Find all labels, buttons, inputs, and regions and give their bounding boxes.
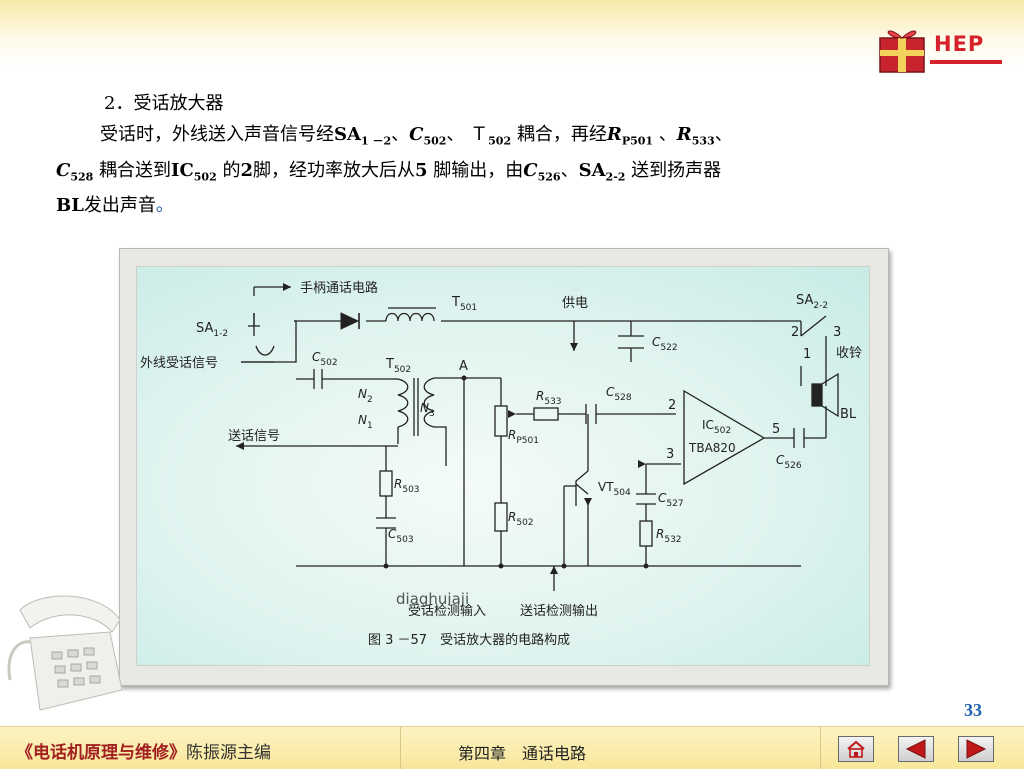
footer-book-title: 《电话机原理与维修》陈振源主编: [16, 743, 271, 763]
paragraph: 受话时，外线送入声音信号经SA1 －2、C502、 Ｔ502 耦合，再经RP50…: [56, 124, 733, 217]
telephone-icon: [7, 595, 123, 711]
home-icon: [847, 740, 865, 758]
label-c522: C522: [652, 335, 678, 353]
label-n1: N1: [358, 413, 373, 431]
gift-box-icon: [879, 30, 1002, 73]
label-c502: C502: [312, 350, 338, 368]
watermark: diaghuiaji: [396, 590, 469, 608]
label-t502: T502: [385, 357, 411, 375]
label-n2: N2: [358, 387, 373, 405]
label-c528: C528: [606, 385, 632, 403]
next-page-button[interactable]: [958, 736, 994, 762]
label-handset: 手柄通话电路: [300, 280, 378, 296]
label-sa22: SA2-2: [796, 293, 828, 311]
label-n3: N3: [420, 401, 435, 419]
label-c527: C527: [658, 491, 684, 509]
label-t501: T501: [451, 295, 477, 313]
label-sw-pin3: 3: [833, 325, 841, 340]
label-r503: R503: [394, 477, 420, 495]
label-power: 供电: [562, 296, 588, 311]
label-bl: BL: [840, 407, 857, 422]
prev-triangle-icon: [905, 739, 926, 759]
label-recv-detect-in: 受话检测输入: [408, 603, 486, 619]
circuit-diagram: 手柄通话电路 T501 供电 SA2-2 SA1-2 外线受话信号 C502 T…: [140, 280, 862, 648]
label-ring: 收铃: [836, 346, 862, 361]
logo-text: HEP: [934, 32, 985, 56]
label-sw-pin1: 1: [803, 347, 811, 362]
label-sa12: SA1-2: [196, 321, 228, 339]
footer-chapter: 第四章 通话电路: [458, 744, 587, 763]
label-node-a: A: [459, 359, 468, 374]
label-send-detect-out: 送话检测输出: [520, 603, 598, 619]
label-vt504: VT504: [598, 480, 631, 498]
label-amp-pin2: 2: [668, 398, 676, 413]
label-rp501: RP501: [508, 428, 539, 446]
label-r532: R532: [656, 527, 682, 545]
label-ic502: IC502: [702, 418, 731, 436]
label-tba820: TBA820: [688, 441, 736, 455]
top-band: [0, 0, 1024, 36]
figure-caption: 图 3 －57 受话放大器的电路构成: [368, 632, 570, 648]
next-triangle-icon: [966, 739, 987, 759]
label-r502: R502: [508, 510, 534, 528]
label-sw-pin2: 2: [791, 325, 799, 340]
label-c526: C526: [776, 453, 802, 471]
label-amp-pin5: 5: [772, 422, 780, 437]
section-heading: 2．受话放大器: [104, 93, 224, 114]
label-ext-signal: 外线受话信号: [140, 356, 218, 371]
label-r533: R533: [536, 389, 562, 407]
home-button[interactable]: [838, 736, 874, 762]
prev-page-button[interactable]: [898, 736, 934, 762]
label-send-signal: 送话信号: [228, 429, 280, 444]
label-amp-pin3: 3: [666, 447, 674, 462]
figure-background: [136, 266, 870, 666]
label-c503: C503: [388, 527, 414, 545]
page-number: 33: [964, 700, 982, 720]
